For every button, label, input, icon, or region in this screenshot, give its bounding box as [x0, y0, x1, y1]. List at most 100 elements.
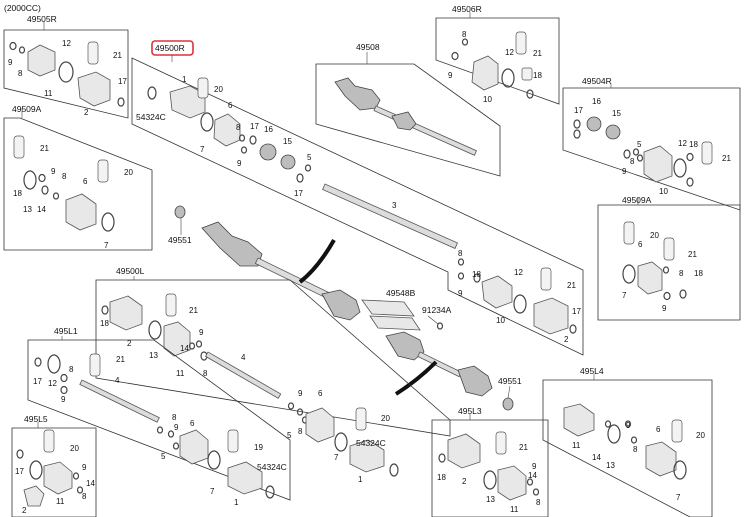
svg-text:14: 14: [37, 205, 46, 214]
svg-text:9: 9: [8, 58, 13, 67]
group-495L4[interactable]: 495L4 11 14 13 9 8 6 20 7: [542, 366, 713, 517]
lower-shaft-assembly[interactable]: 49551: [385, 331, 522, 411]
svg-text:2: 2: [462, 477, 467, 486]
svg-text:20: 20: [650, 231, 659, 240]
svg-text:14: 14: [528, 471, 537, 480]
label-495L3[interactable]: 495L3: [458, 406, 482, 416]
label-54324C[interactable]: 54324C: [136, 112, 166, 122]
svg-text:10: 10: [483, 95, 492, 104]
highlight-box-49500R: [151, 40, 194, 56]
label-91234A[interactable]: 91234A: [422, 305, 452, 315]
group-495L1[interactable]: 495L1 17 12 8 9 21 4 5 8 9 6 7 19 1 5432…: [27, 326, 291, 507]
svg-text:16: 16: [592, 97, 601, 106]
svg-text:21: 21: [533, 49, 542, 58]
svg-text:6: 6: [190, 419, 195, 428]
svg-text:3: 3: [392, 201, 397, 210]
svg-text:17: 17: [250, 122, 259, 131]
label-49508[interactable]: 49508: [356, 42, 380, 52]
svg-text:1: 1: [234, 498, 239, 507]
svg-text:13: 13: [23, 205, 32, 214]
label-49505R[interactable]: 49505R: [27, 14, 57, 24]
svg-text:2: 2: [84, 108, 89, 117]
svg-text:18: 18: [13, 189, 22, 198]
label-49506R[interactable]: 49506R: [452, 4, 482, 14]
svg-text:15: 15: [283, 137, 292, 146]
svg-text:17: 17: [15, 467, 24, 476]
label-49551[interactable]: 49551: [168, 235, 192, 245]
svg-text:20: 20: [696, 431, 705, 440]
group-49505R[interactable]: 49505R 9 8 11 12 21 17 2: [3, 14, 129, 119]
svg-text:12: 12: [62, 39, 71, 48]
svg-text:11: 11: [510, 505, 519, 514]
group-49509A-right[interactable]: 49509A 20 21 7 6 8 9 18: [597, 195, 741, 321]
label-49504R[interactable]: 49504R: [582, 76, 612, 86]
svg-text:11: 11: [176, 369, 185, 378]
svg-text:20: 20: [70, 444, 79, 453]
label-495L4[interactable]: 495L4: [580, 366, 604, 376]
svg-text:12: 12: [514, 268, 523, 277]
svg-text:21: 21: [116, 355, 125, 364]
group-49500L[interactable]: 49500L 18 2 21 13 11 14 9 8 4 5 9 8 6 7 …: [95, 266, 451, 484]
svg-text:11: 11: [56, 497, 65, 506]
label-49551-right[interactable]: 49551: [498, 376, 522, 386]
svg-text:18: 18: [472, 270, 481, 279]
group-49506R[interactable]: 49506R 9 8 10 12 21 18: [435, 4, 560, 105]
svg-text:8: 8: [458, 249, 463, 258]
label-49509A-right[interactable]: 49509A: [622, 195, 652, 205]
svg-text:21: 21: [688, 250, 697, 259]
svg-text:15: 15: [612, 109, 621, 118]
group-49509A-left[interactable]: 49509A 21 18 9 13 14 8 6 20 7: [3, 104, 153, 251]
svg-text:2: 2: [564, 335, 569, 344]
svg-text:8: 8: [236, 123, 241, 132]
svg-text:8: 8: [630, 157, 635, 166]
label-49500R[interactable]: 49500R: [155, 43, 185, 53]
svg-text:2: 2: [22, 506, 27, 515]
svg-text:21: 21: [189, 306, 198, 315]
group-49508[interactable]: 49508: [315, 42, 501, 177]
group-49504R[interactable]: 49504R 17 16 15 9 8 5 10 12 21 18: [562, 76, 741, 211]
svg-text:8: 8: [69, 365, 74, 374]
group-49500R[interactable]: 49500R 54324C 1 20 7 6 8 9 17 16 15 17 5…: [131, 40, 584, 356]
svg-text:8: 8: [82, 492, 87, 501]
svg-text:21: 21: [40, 144, 49, 153]
group-495L3[interactable]: 495L3 18 2 21 13 11 14 9 8: [431, 406, 549, 517]
svg-text:9: 9: [51, 167, 56, 176]
label-54324C-mid[interactable]: 54324C: [356, 438, 386, 448]
svg-text:11: 11: [44, 89, 53, 98]
group-495L5[interactable]: 495L5 20 17 13 11 9 14 8 2: [11, 414, 97, 517]
svg-text:20: 20: [124, 168, 133, 177]
svg-text:8: 8: [18, 69, 23, 78]
center-shaft-assembly[interactable]: 49551: [168, 205, 361, 321]
svg-text:5: 5: [161, 452, 166, 461]
svg-text:18: 18: [437, 473, 446, 482]
svg-text:8: 8: [298, 427, 303, 436]
svg-text:1: 1: [358, 475, 363, 484]
svg-text:12: 12: [505, 48, 514, 57]
svg-text:1: 1: [182, 75, 187, 84]
svg-text:8: 8: [679, 269, 684, 278]
label-49509A-left[interactable]: 49509A: [12, 104, 42, 114]
label-49500L[interactable]: 49500L: [116, 266, 145, 276]
svg-text:18: 18: [694, 269, 703, 278]
label-495L5[interactable]: 495L5: [24, 414, 48, 424]
svg-text:14: 14: [86, 479, 95, 488]
svg-text:21: 21: [722, 154, 731, 163]
svg-text:21: 21: [567, 281, 576, 290]
svg-text:6: 6: [638, 240, 643, 249]
svg-text:9: 9: [532, 462, 537, 471]
svg-text:6: 6: [656, 425, 661, 434]
svg-text:2: 2: [127, 339, 132, 348]
svg-text:19: 19: [254, 443, 263, 452]
svg-text:4: 4: [241, 353, 246, 362]
svg-text:6: 6: [318, 389, 323, 398]
svg-text:5: 5: [307, 153, 312, 162]
label-49548B[interactable]: 49548B: [386, 288, 416, 298]
label-54324C-lower[interactable]: 54324C: [257, 462, 287, 472]
svg-text:16: 16: [264, 125, 273, 134]
svg-text:17: 17: [572, 307, 581, 316]
group-49548B[interactable]: 49548B 91234A: [361, 288, 452, 331]
svg-text:8: 8: [536, 498, 541, 507]
label-495L1[interactable]: 495L1: [54, 326, 78, 336]
svg-text:12: 12: [48, 379, 57, 388]
